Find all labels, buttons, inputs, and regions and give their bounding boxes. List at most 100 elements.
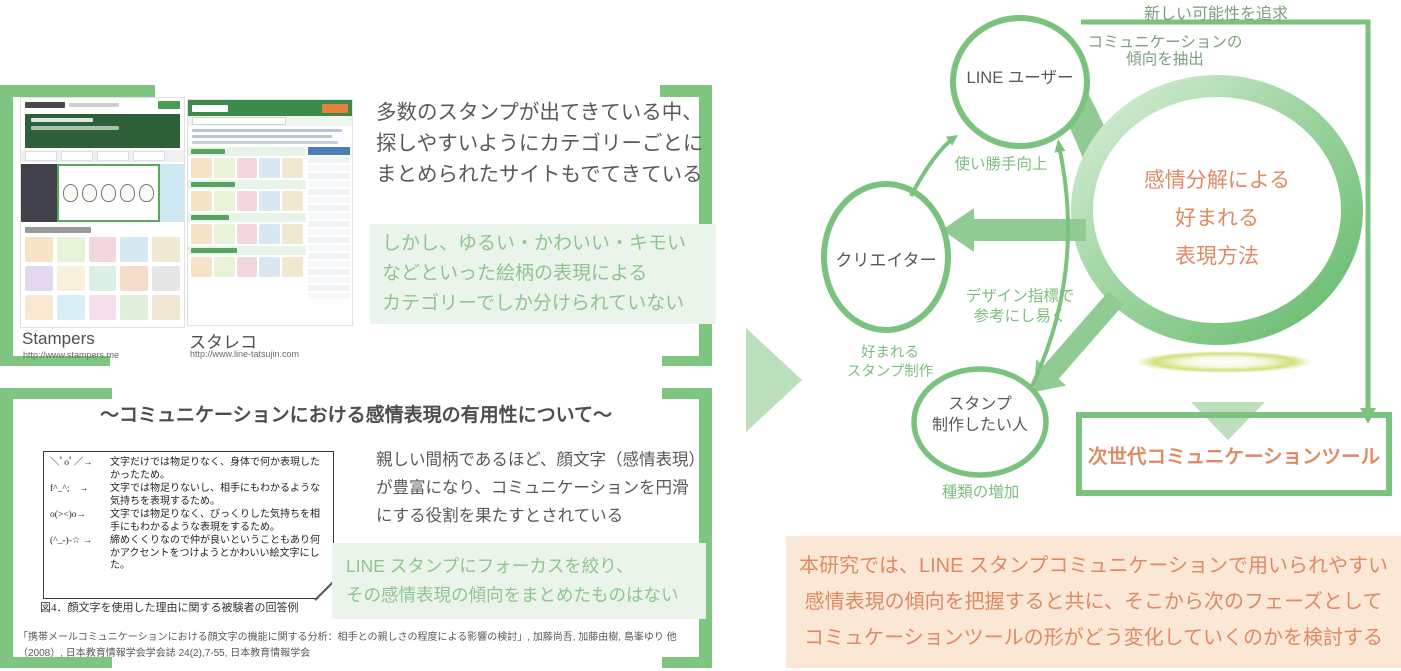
stareco-ranking-lists [188,147,306,301]
stareco-screenshot [188,100,352,325]
next-gen-tool-box: 次世代コミュニケーションツール [1076,412,1392,496]
bottombox-frame-bottomright [662,657,712,668]
line-stamp-focus-box: LINE スタンプにフォーカスを絞り、 その感情表現の傾向をまとめたものはない [332,543,706,619]
stamp-thumb [308,285,350,291]
extract-tendency-label: コミュニケーションの 傾向を抽出 [1087,34,1243,68]
stamp-thumb [308,229,350,235]
line-user-circle [950,15,1090,149]
kaomoji-4: (^_-)-☆ → [50,536,93,546]
stareco-link-rows [188,126,352,147]
topbox-frame-topright [660,85,712,97]
stamp-thumb [25,295,53,320]
stampers-filter-row [21,150,184,162]
stamp-thumb [282,257,303,277]
stareco-sidebar [306,147,352,301]
stareco-site-header [188,100,352,116]
citation: 「携帯メールコミュニケーションにおける顔文字の機能に関する分析：相手との親しさの… [18,632,677,659]
stamp-thumb [259,257,281,277]
stamp-thumb [308,245,350,251]
stamp-thumb [152,295,180,320]
site-name-stareco: スタレコ [189,333,257,352]
stamp-thumb [282,158,303,178]
kaomoji-2: f^_^; → [50,484,89,494]
stamp-thumb [308,269,350,275]
stamp-thumb [259,224,281,244]
arrow-to-creator [942,208,1086,252]
stamp-thumb [236,257,258,277]
stamp-thumb [56,237,85,262]
site-url-stampers: http://www.stampers.me [23,350,120,360]
stamp-thumb [282,191,303,211]
stamp-thumb [88,295,117,320]
line-user-label: LINE ユーザー [966,69,1074,87]
stamp-thumb [308,221,350,227]
stamp-thumb [120,237,149,262]
bottombox-frame-bottomleft [0,657,112,668]
stamp-sites-highlight-box: しかし、ゆるい・かわいい・キモい などといった絵柄の表現による カテゴリーでしか… [370,224,716,324]
stamp-thumb [308,197,350,203]
stampers-site-header [21,98,184,112]
emotion-decomposition-label: 感情分解による 好まれる 表現方法 [1143,169,1291,268]
stamp-thumb [259,191,281,211]
kaomoji-2-reason: 文字では物足りないし、相手にもわかるような気持ちを表現するため。 [110,483,320,507]
creator-label: クリエイター [835,251,937,270]
bottombox-frame-topleft [0,388,112,399]
stamp-thumb [213,257,235,277]
creator-circle [821,181,951,333]
stamp-thumb [236,224,258,244]
stamp-thumb [191,224,212,244]
stamp-thumb [308,213,350,219]
stareco-search-row [188,116,352,126]
maker-to-user-arrow [1030,145,1070,387]
preferred-production-label: 好まれる スタンプ制作 [846,345,934,380]
stamp-thumb [308,253,350,259]
stamp-thumb [213,224,235,244]
creator-to-user-arrowhead [945,135,958,146]
stamp-thumb [120,295,149,320]
stamp-thumb [152,237,180,262]
kaomoji-lead-text: 親しい間柄であるほど、顔文字（感情表現） が豊富になり、コミュニケーションを円滑… [376,451,706,525]
down-chevron-icon [1191,402,1265,440]
stamp-thumb [213,191,235,211]
stampers-screenshot [21,98,184,327]
stamp-thumb [191,158,212,178]
stamp-thumb [308,205,350,211]
kaomoji-1: ＼ﾟoﾟ／→ [50,458,93,468]
stamp-thumb [308,293,350,299]
stamp-thumb [308,237,350,243]
stamp-thumb [120,266,149,291]
stamp-thumb [213,158,235,178]
stampers-stamp-grid [21,233,184,324]
stampers-banner [25,114,180,148]
page-fold [317,582,335,600]
stamp-thumb [308,261,350,267]
stamp-thumb [308,277,350,283]
usability-label: 使い勝手向上 [954,156,1048,173]
ring-glow [1136,351,1312,373]
stamp-thumb [308,181,350,187]
stamp-thumb [308,165,350,171]
stamp-thumb [308,157,350,163]
maker-to-user-arrowhead [1054,139,1066,153]
stamp-thumb [88,266,117,291]
flow-diagram [746,15,1376,478]
variety-increase-label: 種類の増加 [941,484,1020,501]
stampers-carousel [21,164,184,222]
stamp-sites-lead-text: 多数のスタンプが出てきている中、 探しやすいようにカテゴリーごとに まとめられた… [376,101,704,186]
kaomoji-figure: ＼ﾟoﾟ／→文字だけでは物足りなく、身体で何か表現したかったため。 f^_^; … [38,447,335,619]
stamp-thumb [88,237,117,262]
stamp-thumb [152,266,180,291]
stamp-thumb [259,158,281,178]
stamp-maker-label: スタンプ 制作したい人 [931,396,1028,434]
bottom-box-title: 〜コミュニケーションにおける感情表現の有用性について〜 [99,405,613,426]
right-chevron-icon [746,328,802,432]
stamp-thumb [25,266,53,291]
stamp-thumb [236,191,258,211]
stamp-maker-circle [911,366,1049,478]
kaomoji-3-reason: 文字では物足りなく、びっくりした気持ちを相手にもわかるような表現をするため。 [110,509,320,533]
topbox-frame-bottomright [662,356,712,366]
topbox-frame-topleft [0,85,155,97]
bottombox-frame-topright [662,388,712,399]
bottombox-frame-left [0,388,13,668]
